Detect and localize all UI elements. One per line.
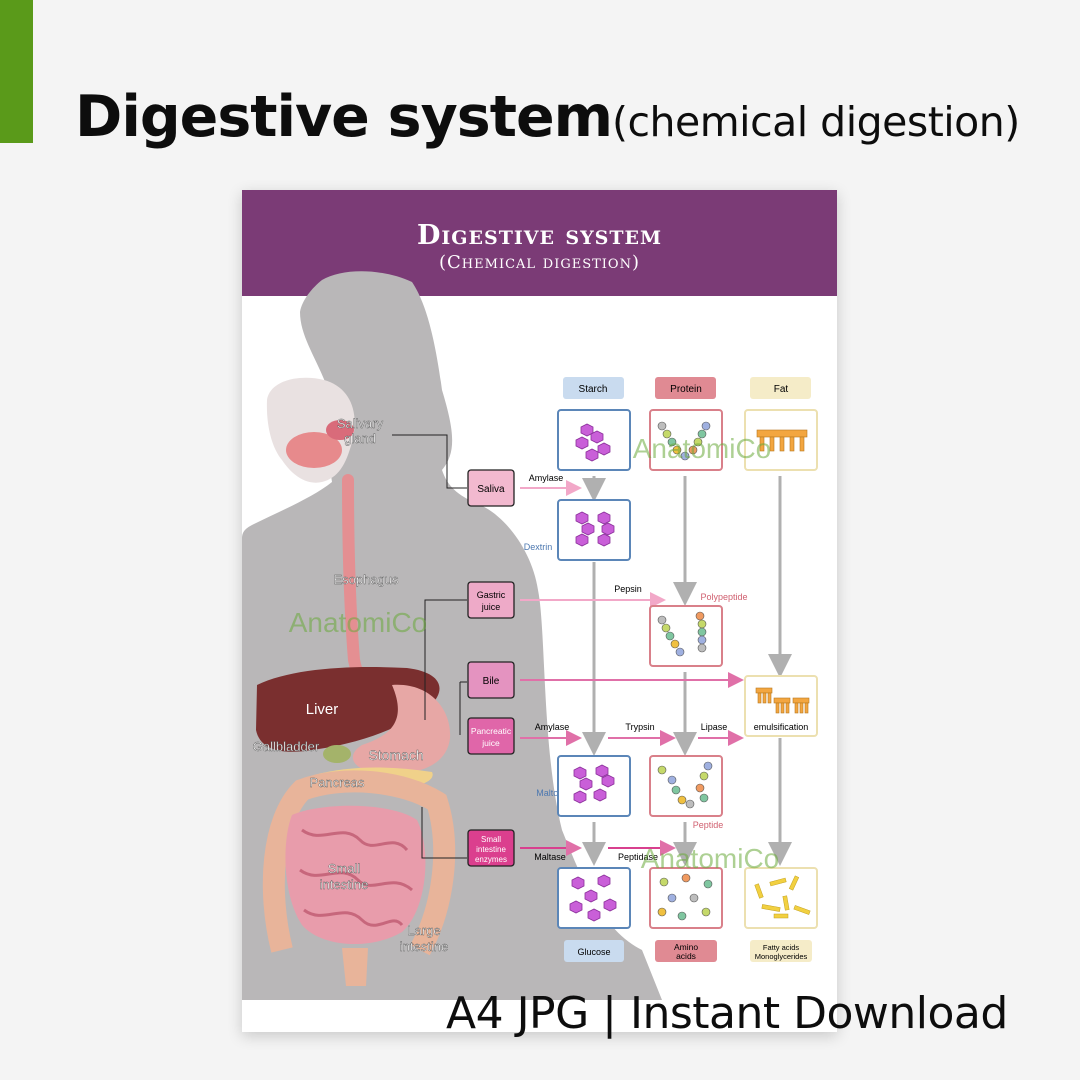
gastric-juice-label: Gastric [477, 590, 506, 600]
label-salivary-gland: Salivary [337, 416, 384, 431]
box-protein [649, 409, 723, 471]
box-glucose [557, 867, 631, 929]
label-esophagus: Esophagus [333, 572, 399, 587]
box-fat [744, 409, 818, 471]
accent-bar [0, 0, 33, 143]
page-title-light: (chemical digestion) [612, 98, 1020, 146]
enzyme-peptidase: Peptidase [618, 852, 658, 862]
label-gallbladder: Gallbladder [253, 739, 320, 754]
label-small-intestine-2: intestine [320, 877, 368, 892]
vertical-flow-arrows [582, 476, 792, 866]
enzyme-amylase-pancreas: Amylase [535, 722, 570, 732]
label-large-intestine: Large [407, 923, 440, 938]
watermark-1: AnatomiCo [633, 433, 772, 464]
enzyme-maltase: Maltase [534, 852, 566, 862]
product-fatty-acids-label-2: Monoglycerides [755, 952, 808, 961]
product-amino-acids-label: Amino [674, 942, 698, 952]
stomach-shape [352, 684, 451, 774]
box-amino-acids [649, 867, 723, 929]
label-stomach: Stomach [368, 747, 423, 763]
tag-fat: Fat [750, 377, 811, 399]
box-emulsification: emulsification [744, 675, 818, 737]
tag-protein-label: Protein [670, 384, 702, 395]
small-intestine-enzymes-label: Small [481, 835, 501, 844]
enzyme-trypsin: Trypsin [625, 722, 654, 732]
label-emulsification: emulsification [754, 722, 809, 732]
product-amino-acids: Amino acids [655, 940, 717, 962]
page-title-bold: Digestive system [75, 84, 613, 150]
small-intestine-shape [285, 805, 426, 945]
watermark-2: AnatomiCo [289, 607, 428, 638]
secretion-saliva: Saliva [467, 469, 515, 507]
poster-subtitle: (Chemical digestion) [439, 252, 640, 273]
product-glucose: Glucose [564, 940, 624, 962]
pancreatic-juice-label: Pancreatic [471, 726, 512, 736]
poster: Digestive system (Chemical digestion) [242, 190, 837, 1032]
secretion-gastric-juice: Gastric juice [467, 581, 515, 619]
label-large-intestine-2: intestine [400, 939, 448, 954]
gastric-juice-label-2: juice [481, 602, 501, 612]
label-polypeptide: Polypeptide [700, 592, 747, 602]
small-intestine-enzymes-label-3: enzymes [475, 855, 507, 864]
small-intestine-folds [299, 828, 414, 927]
label-pancreas: Pancreas [310, 775, 365, 790]
product-fatty-acids-label: Fatty acids [763, 943, 800, 952]
label-salivary-gland-2: gland [344, 431, 376, 446]
box-polypeptide [649, 605, 723, 667]
box-maltose [557, 755, 631, 817]
enzyme-amylase-saliva: Amylase [529, 473, 564, 483]
tag-protein: Protein [655, 377, 716, 399]
enzyme-lipase: Lipase [701, 722, 728, 732]
box-peptide [649, 755, 723, 817]
bile-label: Bile [483, 676, 500, 687]
box-dextrin [557, 499, 631, 561]
box-starch [557, 409, 631, 471]
tag-starch-label: Starch [579, 384, 608, 395]
box-fatty-acids [744, 867, 818, 929]
footer-text: A4 JPG | Instant Download [446, 988, 1008, 1039]
label-small-intestine: Small [328, 861, 361, 876]
digestion-diagram: Salivary gland Esophagus Liver Gallbladd… [242, 271, 818, 1000]
product-fatty-acids: Fatty acids Monoglycerides [750, 940, 812, 962]
leader-lines [392, 434, 467, 859]
saliva-label: Saliva [477, 484, 505, 495]
pancreatic-juice-label-2: juice [481, 738, 500, 748]
enzyme-pepsin: Pepsin [614, 584, 642, 594]
gallbladder-shape [323, 745, 351, 763]
salivary-gland-shape [326, 420, 354, 440]
label-maltose: Maltose [536, 788, 568, 798]
secretion-pancreatic-juice: Pancreatic juice [467, 717, 515, 755]
watermark-3: AnatomiCo [641, 843, 780, 874]
tongue [286, 432, 342, 468]
large-intestine-shape [262, 770, 456, 956]
small-intestine-enzymes-label-2: intestine [476, 845, 506, 854]
secretion-small-intestine-enzymes: Small intestine enzymes [467, 829, 515, 867]
tag-starch: Starch [563, 377, 624, 399]
label-liver: Liver [306, 701, 339, 718]
product-amino-acids-label-2: acids [676, 951, 696, 961]
enzyme-arrows [520, 480, 744, 856]
rectum-shape [342, 948, 368, 986]
page-title: Digestive system(chemical digestion) [75, 84, 1020, 150]
product-glucose-label: Glucose [577, 947, 610, 957]
secretion-bile: Bile [467, 661, 515, 699]
label-peptide: Peptide [693, 820, 724, 830]
tag-fat-label: Fat [774, 384, 789, 395]
label-dextrin: Dextrin [524, 542, 553, 552]
poster-title: Digestive system [416, 220, 663, 251]
